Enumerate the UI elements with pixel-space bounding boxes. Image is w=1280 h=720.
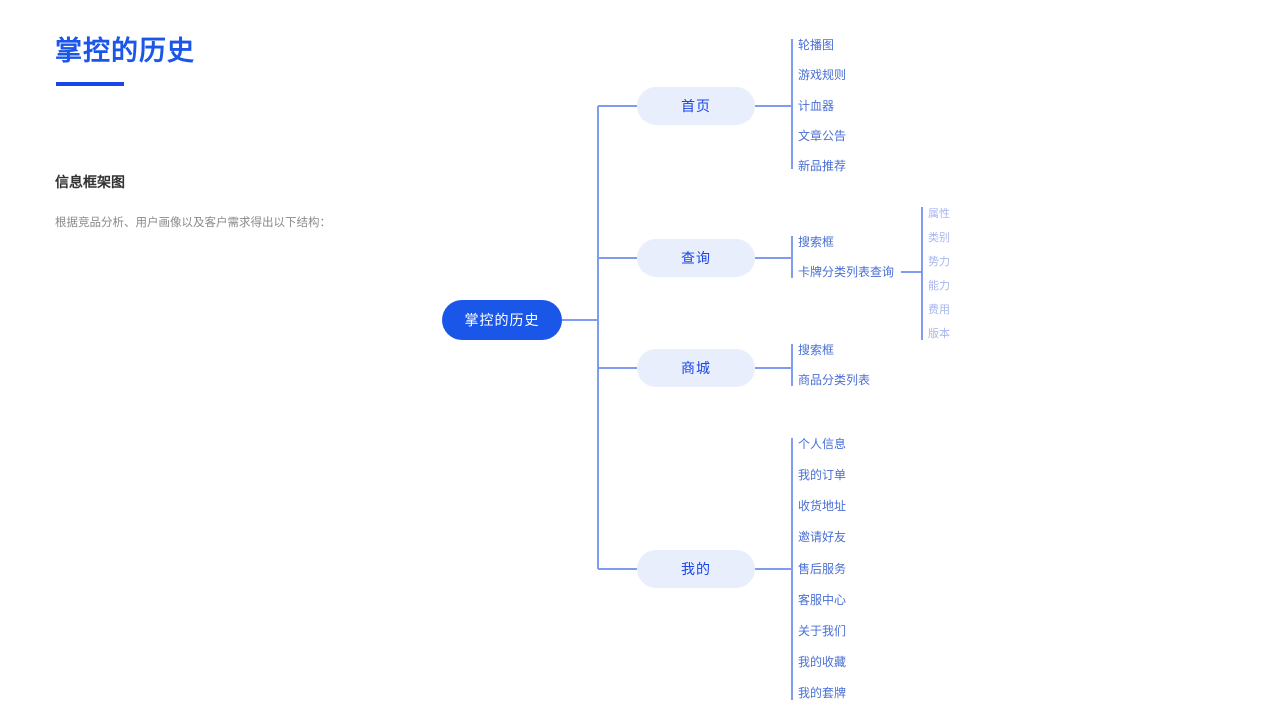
mindmap-subleaf[interactable]: 费用 [928,304,950,316]
mindmap-branch-node-query[interactable]: 查询 [637,239,755,277]
mindmap-branch-node-home[interactable]: 首页 [637,87,755,125]
mindmap-leaf[interactable]: 关于我们 [798,624,847,638]
mindmap-branch-label: 我的 [681,561,711,577]
mindmap-leaf[interactable]: 我的订单 [798,468,847,482]
mindmap-leaf[interactable]: 我的套牌 [798,686,847,700]
mindmap-branch-node-store[interactable]: 商城 [637,349,755,387]
mindmap-leaf[interactable]: 新品推荐 [798,159,847,173]
mindmap-leaf[interactable]: 邀请好友 [798,530,847,544]
mindmap-leaf[interactable]: 商品分类列表 [798,373,871,387]
mindmap-leaf[interactable]: 计血器 [798,99,835,113]
mindmap-leaf[interactable]: 搜索框 [798,235,835,249]
mindmap-subleaf[interactable]: 类别 [928,232,950,244]
mindmap-subleaf[interactable]: 势力 [928,256,950,268]
mindmap-leaf[interactable]: 文章公告 [798,129,847,143]
mindmap-leaf[interactable]: 轮播图 [798,38,835,52]
mindmap-leaf[interactable]: 售后服务 [798,562,847,576]
mindmap-subleaf[interactable]: 版本 [928,328,950,340]
mindmap-leaf[interactable]: 收货地址 [798,499,847,513]
page-title: 掌控的历史 [55,36,195,66]
mindmap-leaf[interactable]: 我的收藏 [798,655,847,669]
mindmap-branch-label: 查询 [681,250,711,266]
mindmap-root-node[interactable]: 掌控的历史 [442,300,562,340]
mindmap-branch-label: 商城 [681,360,711,376]
mindmap-leaf[interactable]: 游戏规则 [798,68,847,82]
mindmap-leaf[interactable]: 个人信息 [798,437,847,451]
mindmap-leaf[interactable]: 卡牌分类列表查询 [798,265,895,279]
mindmap-subleaf[interactable]: 属性 [928,208,950,220]
mindmap-branch-label: 首页 [681,98,711,114]
mindmap-root-label: 掌控的历史 [464,312,540,328]
mindmap-leaf[interactable]: 搜索框 [798,343,835,357]
section-description: 根据竞品分析、用户画像以及客户需求得出以下结构： [55,217,331,229]
mindmap-leaf[interactable]: 客服中心 [798,593,847,607]
section-heading: 信息框架图 [55,174,125,190]
mindmap-branch-node-mine[interactable]: 我的 [637,550,755,588]
title-underline-rule [56,82,124,86]
mindmap-subleaf[interactable]: 能力 [928,280,950,292]
